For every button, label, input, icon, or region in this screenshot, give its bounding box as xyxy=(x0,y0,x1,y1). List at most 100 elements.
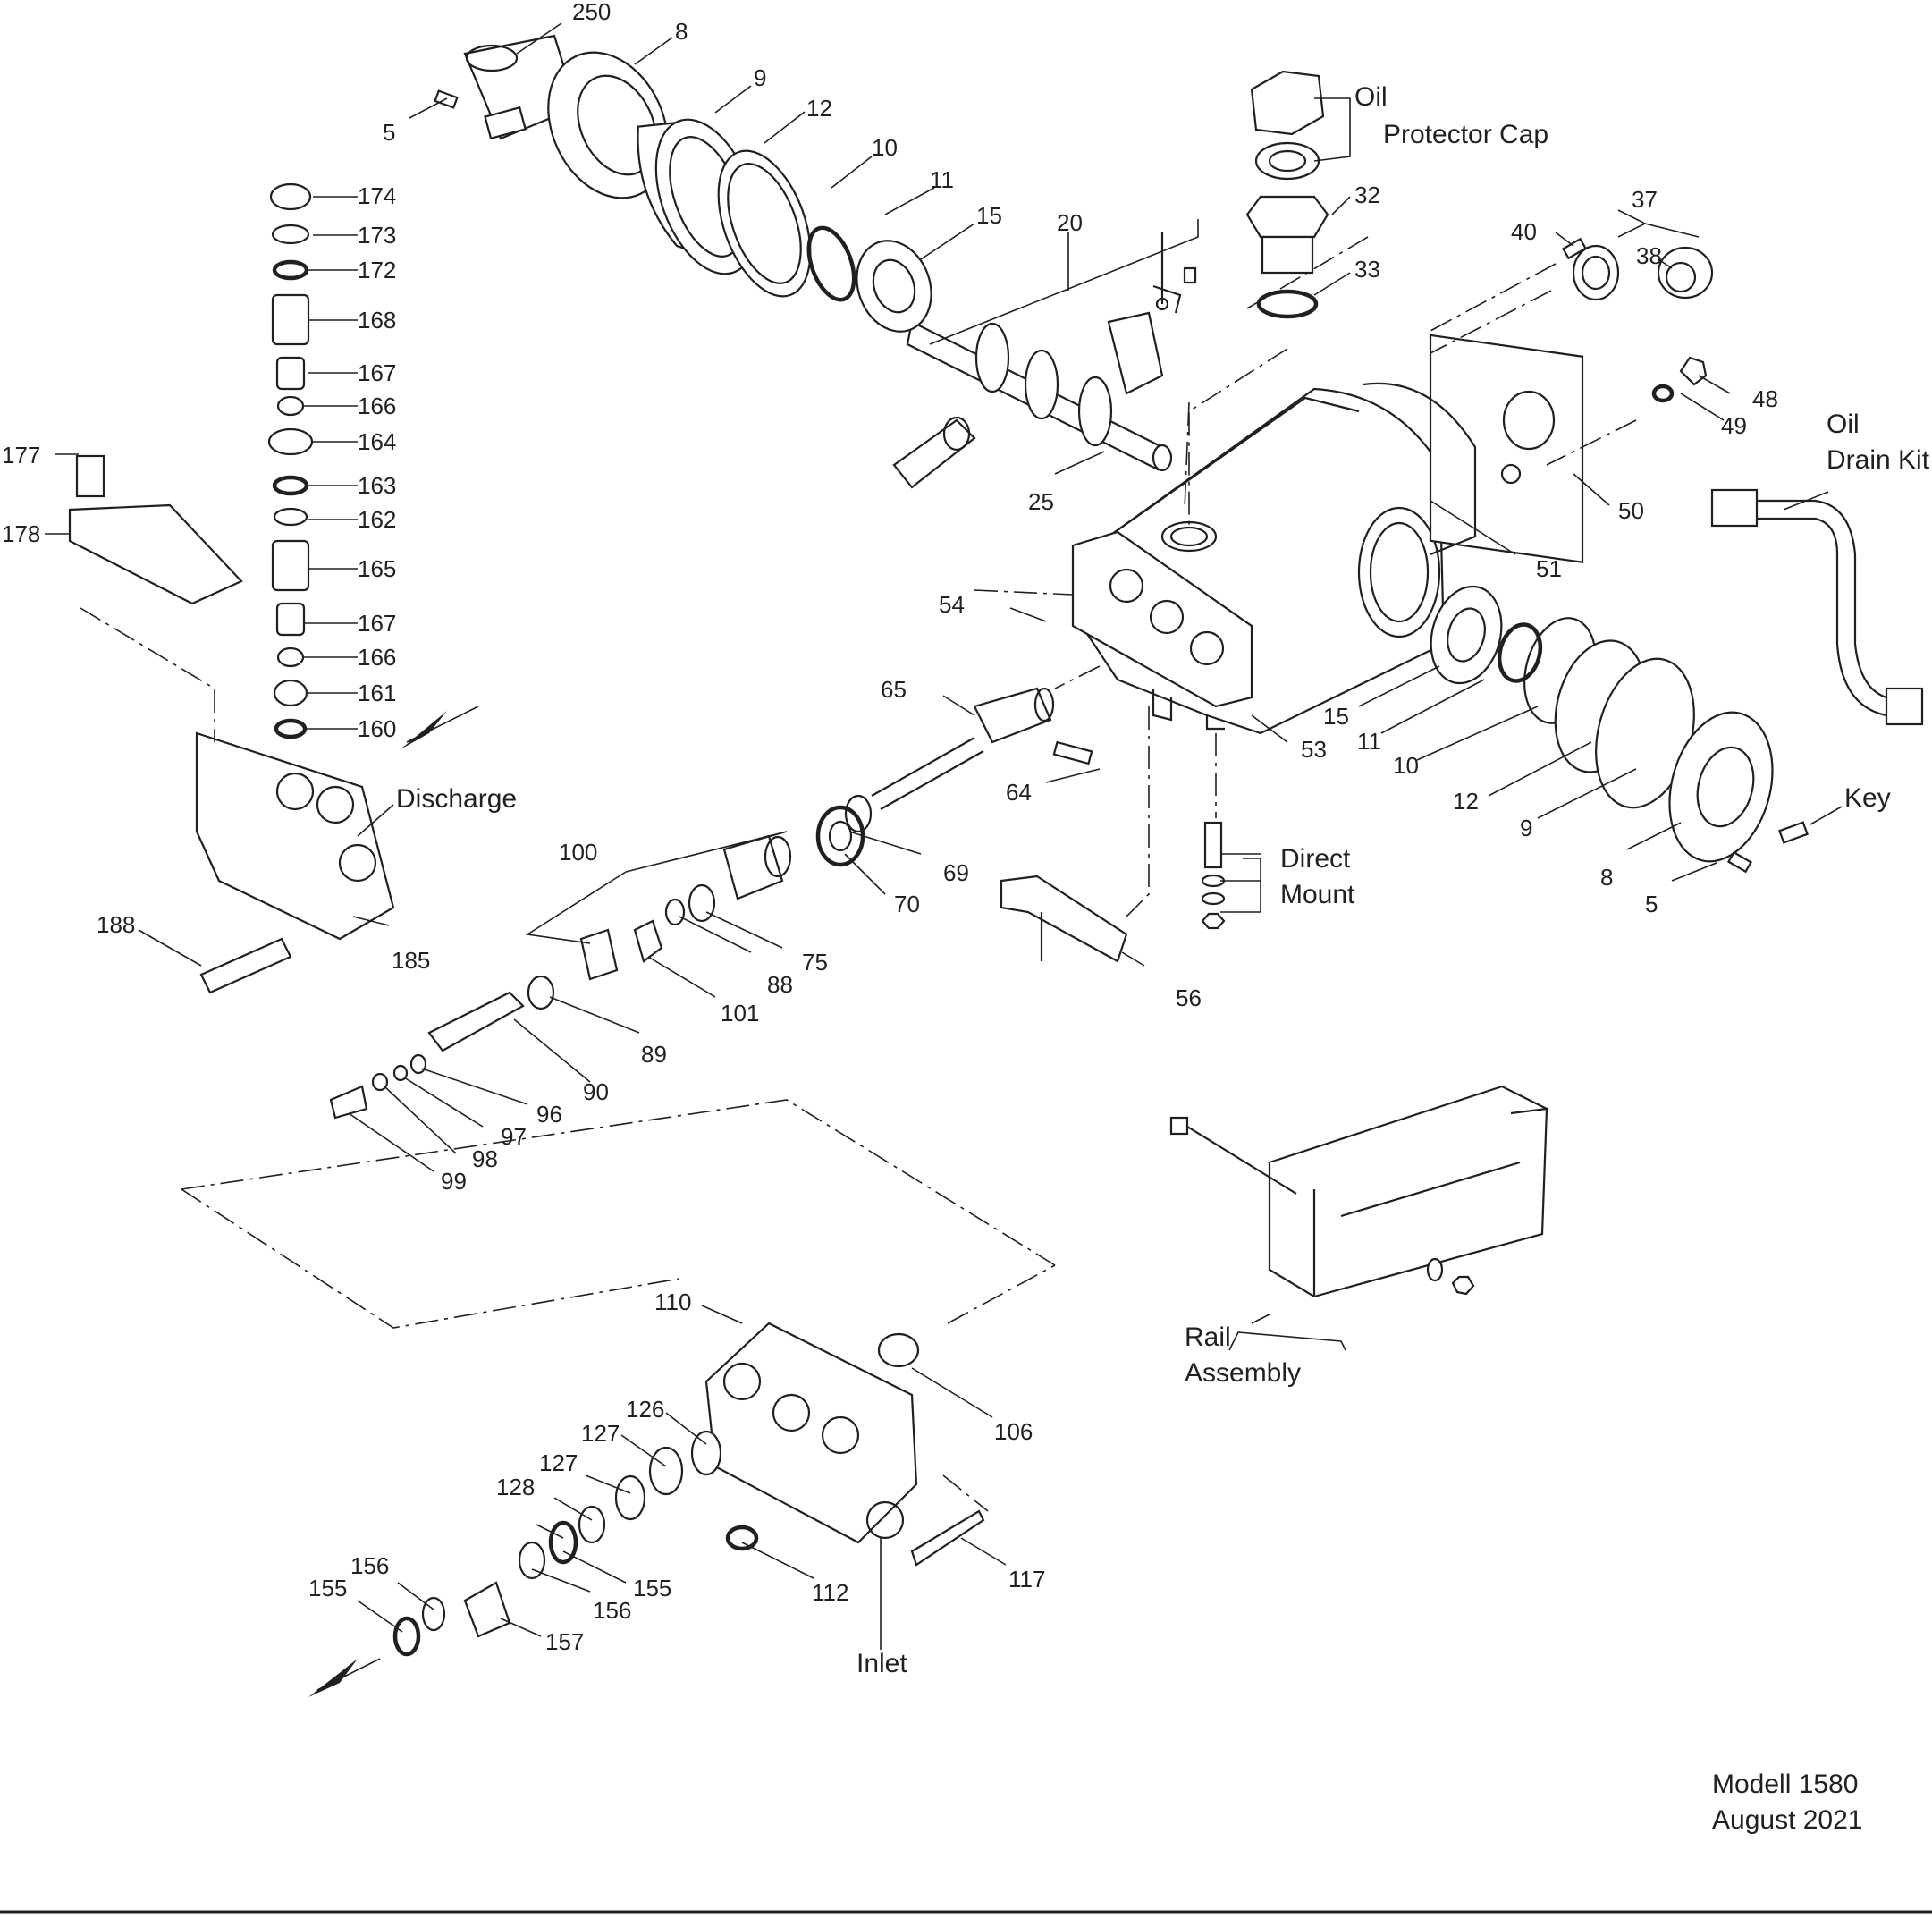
oil-cap-group xyxy=(1245,70,1329,319)
part-label: 250 xyxy=(572,0,611,25)
part-label: 54 xyxy=(939,591,965,618)
part-label: 172 xyxy=(358,257,396,283)
part-label: 15 xyxy=(1323,703,1349,730)
part-label: 98 xyxy=(472,1145,498,1172)
part-label: 128 xyxy=(496,1474,535,1500)
rail-assembly-label: Assembly xyxy=(1185,1358,1301,1388)
part-label: 25 xyxy=(1028,488,1054,515)
part-label: 127 xyxy=(581,1420,620,1447)
oil-protector-cap-label: Oil xyxy=(1354,82,1388,112)
part-label: 48 xyxy=(1752,385,1778,412)
crankcase xyxy=(1071,387,1446,735)
part-label: 173 xyxy=(358,222,396,249)
part-label: 56 xyxy=(1176,984,1202,1011)
part-label: 185 xyxy=(392,947,430,974)
part-label: 15 xyxy=(976,202,1002,229)
part-label: 101 xyxy=(721,1000,759,1027)
part-label: 166 xyxy=(358,644,396,671)
rail-assembly xyxy=(1169,1085,1549,1298)
part-label: 165 xyxy=(358,555,396,582)
part-label: 160 xyxy=(358,715,396,742)
assembly-lines xyxy=(80,236,1637,1512)
part-label: 75 xyxy=(802,949,828,976)
part-label: 20 xyxy=(1057,209,1083,236)
part-label: 127 xyxy=(539,1449,578,1476)
part-label: 188 xyxy=(97,911,135,938)
direct-mount-label: Mount xyxy=(1280,880,1355,909)
inlet-manifold xyxy=(392,1322,985,1657)
part-label: 164 xyxy=(358,428,396,455)
part-label: 65 xyxy=(881,676,907,703)
model-number: Modell 1580 xyxy=(1712,1770,1858,1799)
part-label: 40 xyxy=(1511,218,1537,245)
part-label: 49 xyxy=(1721,412,1747,439)
part-label: 10 xyxy=(1393,752,1419,779)
part-label: 38 xyxy=(1636,242,1662,269)
part-label: 117 xyxy=(1008,1566,1045,1593)
oil-drain-kit-label: Oil xyxy=(1827,410,1860,439)
part-label: 5 xyxy=(1645,891,1658,917)
part-label: 155 xyxy=(633,1575,671,1601)
direct-mount-label: Direct xyxy=(1280,844,1351,874)
part-label: 11 xyxy=(930,166,954,193)
part-label: 156 xyxy=(350,1552,389,1579)
part-label: 167 xyxy=(358,359,396,386)
rear-cover xyxy=(1363,334,1584,564)
leader-lines xyxy=(45,22,1843,1650)
part-label: 161 xyxy=(358,680,396,706)
part-label: 177 xyxy=(2,442,40,469)
part-label: 155 xyxy=(308,1575,347,1601)
callout-notes: Oil Protector Cap Oil Drain Kit Key Disc… xyxy=(396,82,1930,1678)
part-label: 9 xyxy=(1520,815,1532,841)
part-label: 168 xyxy=(358,307,396,334)
part-label: 12 xyxy=(1453,788,1479,815)
oil-pan xyxy=(1000,821,1226,963)
footer: Modell 1580 August 2021 xyxy=(0,1770,1932,1914)
part-label: 37 xyxy=(1632,186,1658,213)
part-label: 88 xyxy=(767,971,793,998)
oil-protector-cap-label: Protector Cap xyxy=(1383,120,1548,149)
part-label: 5 xyxy=(383,119,395,146)
part-label: 89 xyxy=(641,1041,667,1068)
part-label: 156 xyxy=(593,1597,631,1624)
part-label: 70 xyxy=(894,891,920,917)
part-label: 106 xyxy=(994,1418,1033,1445)
part-label: 8 xyxy=(1600,864,1613,891)
key-label: Key xyxy=(1844,783,1891,813)
revision-date: August 2021 xyxy=(1712,1805,1862,1835)
part-label: 90 xyxy=(583,1078,609,1105)
part-label: 162 xyxy=(358,506,396,533)
part-label: 174 xyxy=(358,182,396,209)
part-label: 32 xyxy=(1354,182,1380,208)
bearing-cover-left xyxy=(434,34,932,333)
part-label: 64 xyxy=(1006,779,1032,806)
part-label: 96 xyxy=(536,1101,562,1128)
part-number-labels: 250 8 9 12 10 11 15 20 25 5 32 33 40 37 … xyxy=(2,0,1778,1655)
part-label: 112 xyxy=(812,1579,848,1606)
inlet-label: Inlet xyxy=(856,1649,907,1678)
part-label: 163 xyxy=(358,472,396,499)
part-label: 8 xyxy=(675,18,688,45)
part-label: 167 xyxy=(358,610,396,637)
part-label: 10 xyxy=(872,134,898,161)
direction-arrows xyxy=(308,706,479,1697)
part-label: 50 xyxy=(1618,497,1644,524)
bearing-stack-right xyxy=(1430,585,1809,874)
crankshaft xyxy=(906,320,1173,472)
part-label: 178 xyxy=(2,520,40,547)
plunger-group xyxy=(329,687,1093,1120)
part-label: 33 xyxy=(1354,256,1380,283)
part-label: 126 xyxy=(626,1396,664,1423)
part-label: 53 xyxy=(1301,736,1327,763)
part-label: 110 xyxy=(654,1289,691,1315)
rail-assembly-label: Rail xyxy=(1185,1322,1231,1352)
connecting-rods xyxy=(892,232,1197,489)
part-label: 99 xyxy=(441,1168,467,1195)
discharge-label: Discharge xyxy=(396,784,517,814)
part-label: 69 xyxy=(943,859,969,886)
part-label: 166 xyxy=(358,393,396,419)
part-label: 9 xyxy=(754,64,766,91)
part-label: 12 xyxy=(806,95,832,122)
oil-fill-37-38 xyxy=(1561,237,1714,403)
